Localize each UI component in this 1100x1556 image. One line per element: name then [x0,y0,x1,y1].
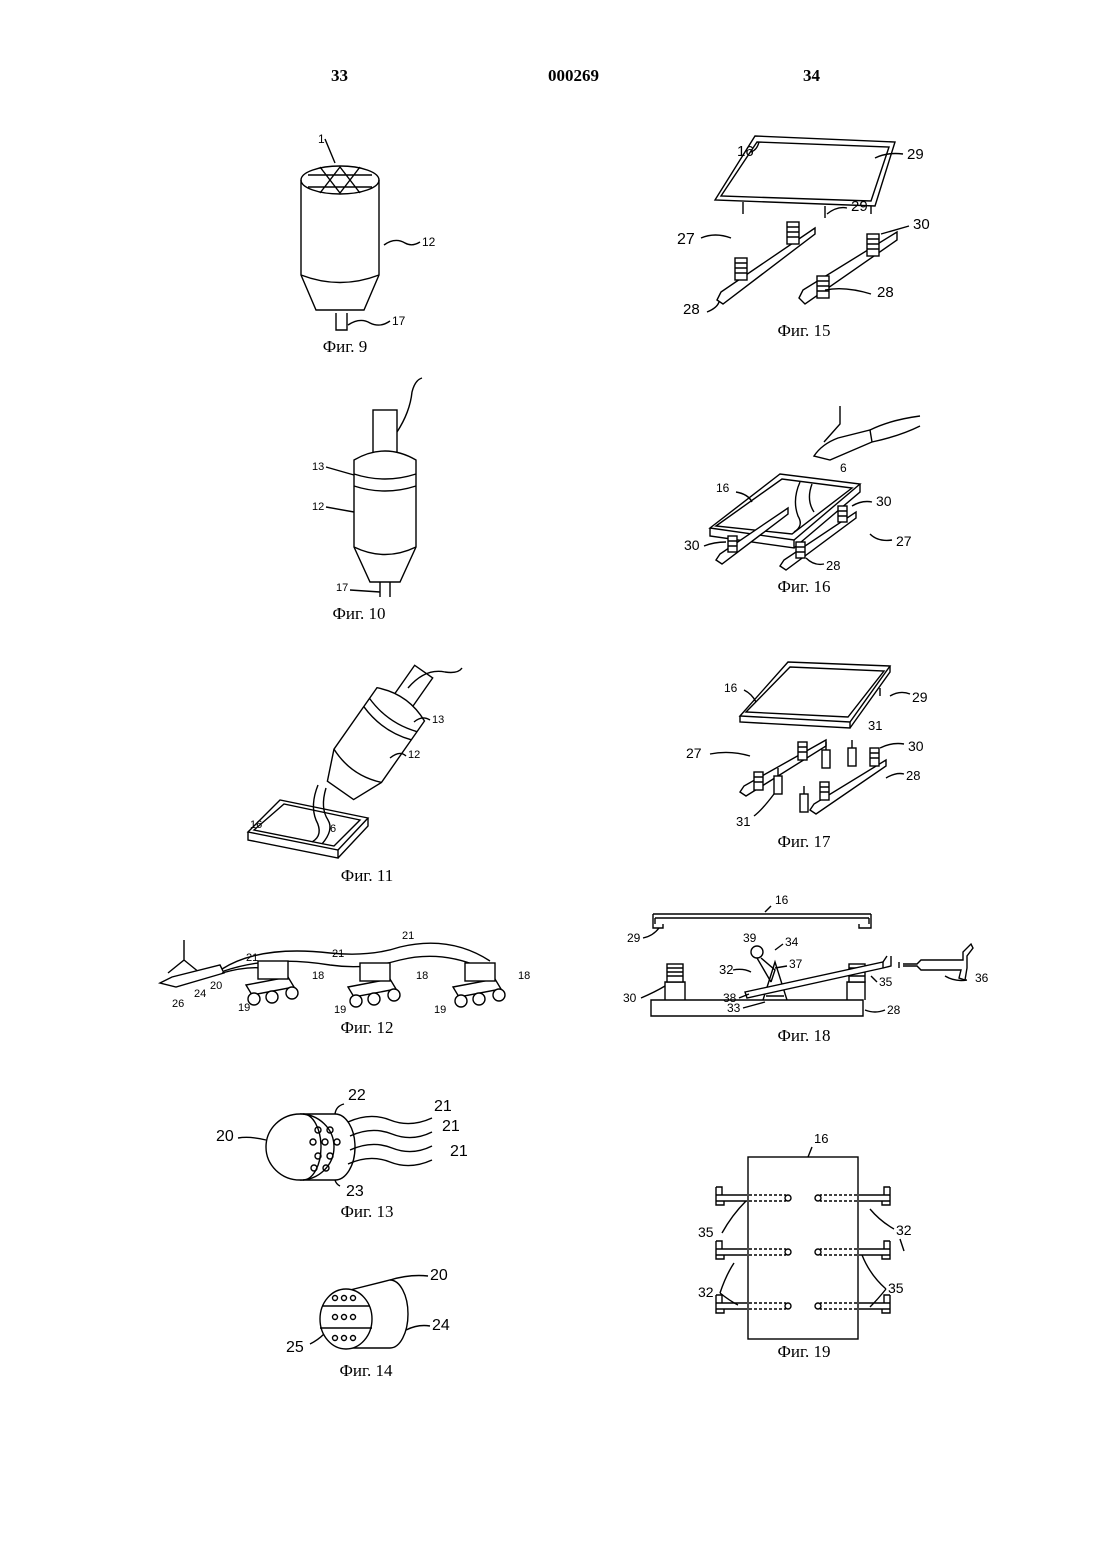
figure-18-caption: Фиг. 18 [777,1026,830,1046]
figure-11-caption: Фиг. 11 [341,866,393,886]
fig18-label-35: 35 [879,975,893,989]
figure-15-caption: Фиг. 15 [777,321,830,341]
fig12-label-18b: 18 [416,970,428,982]
fig18-label-29: 29 [627,931,641,945]
fig16-label-30b: 30 [684,537,700,553]
fig12-label-26: 26 [172,998,184,1010]
fig17-label-28: 28 [906,768,920,783]
fig12-label-19a: 19 [238,1002,250,1014]
figure-12-drawing: 21 21 21 18 18 18 26 24 20 19 19 19 [150,925,570,1020]
fig14-label-20: 20 [430,1267,448,1284]
fig13-label-20: 20 [216,1128,234,1145]
fig18-label-32: 32 [719,962,733,977]
robot-unit-3 [453,963,505,1007]
fig18-label-36: 36 [975,971,989,985]
fig15-label-16: 16 [737,143,754,160]
left-page-number: 33 [331,66,348,86]
fig10-label-12: 12 [312,501,324,513]
figure-13-drawing: 22 20 23 21 21 21 [210,1080,490,1200]
figure-15-drawing: 16 29 29 27 30 28 28 [675,130,945,320]
fig14-label-24: 24 [432,1317,450,1334]
fig12-label-21a: 21 [402,930,414,942]
figure-10-drawing: 13 12 17 [300,372,460,602]
fig9-label-12: 12 [422,235,436,249]
fig12-label-21c: 21 [332,948,344,960]
fig17-label-31b: 31 [736,814,750,829]
fig12-label-24: 24 [194,988,206,1000]
fig17-label-29: 29 [912,689,928,705]
fig11-label-13: 13 [432,714,444,726]
figure-17-caption: Фиг. 17 [777,832,830,852]
fig18-label-34: 34 [785,935,799,949]
figure-10-caption: Фиг. 10 [332,604,385,624]
fig12-label-18c: 18 [518,970,530,982]
fig10-label-13: 13 [312,461,324,473]
fig19-label-35a: 35 [698,1224,714,1240]
fig18-label-30: 30 [623,991,637,1005]
document-number: 000269 [548,66,599,86]
fig18-label-16: 16 [775,893,789,907]
fig12-label-21b: 21 [246,952,258,964]
fig16-label-27: 27 [896,533,912,549]
fig19-label-35b: 35 [888,1280,904,1296]
fig12-label-19c: 19 [434,1004,446,1016]
fig18-label-28: 28 [887,1003,901,1017]
fig16-label-30a: 30 [876,493,892,509]
fig17-label-31a: 31 [868,718,882,733]
fig18-label-33: 33 [727,1001,741,1015]
right-page-number: 34 [803,66,820,86]
fig9-label-1: 1 [318,132,325,146]
fig16-label-28: 28 [826,558,840,573]
fig16-label-6: 6 [840,461,847,475]
fig17-label-16: 16 [724,681,738,695]
fig15-label-28b: 28 [683,301,700,318]
fig17-label-30: 30 [908,738,924,754]
fig18-label-37: 37 [789,957,803,971]
fig11-label-6: 6 [330,823,336,835]
figure-12-caption: Фиг. 12 [340,1018,393,1038]
fig12-label-18a: 18 [312,970,324,982]
figure-19-drawing: 16 32 35 32 35 [690,1125,930,1345]
fig13-label-21a: 21 [434,1098,452,1115]
figure-11-drawing: 13 12 16 6 [240,660,480,865]
figure-16-caption: Фиг. 16 [777,577,830,597]
fig12-label-19b: 19 [334,1004,346,1016]
fig15-label-29b: 29 [851,198,868,215]
fig15-label-30: 30 [913,216,930,233]
fig15-label-28a: 28 [877,284,894,301]
fig15-label-29a: 29 [907,146,924,163]
fig12-label-20: 20 [210,980,222,992]
figure-13-caption: Фиг. 13 [340,1202,393,1222]
fig13-label-21b: 21 [442,1118,460,1135]
fig16-label-16: 16 [716,481,730,495]
figure-17-drawing: 16 29 27 31 30 28 31 [680,650,940,830]
figure-9-drawing: 1 12 17 [280,125,460,350]
fig11-label-16: 16 [250,819,262,831]
fig13-label-21c: 21 [450,1143,468,1160]
figure-14-caption: Фиг. 14 [339,1361,392,1381]
figure-9-caption: Фиг. 9 [323,337,368,357]
fig15-label-27: 27 [677,231,695,248]
fig13-label-23: 23 [346,1183,364,1200]
figure-18-drawing: 16 29 39 34 37 32 36 38 35 30 33 28 [615,890,1005,1025]
fig18-label-39: 39 [743,931,757,945]
fig17-label-27: 27 [686,745,702,761]
fig13-label-22: 22 [348,1087,366,1104]
figure-19-caption: Фиг. 19 [777,1342,830,1362]
fig19-label-32b: 32 [698,1284,714,1300]
fig11-label-12: 12 [408,749,420,761]
robot-unit-2 [348,963,400,1007]
fig10-label-17: 17 [336,582,348,594]
fig14-label-25: 25 [286,1339,304,1356]
fig9-label-17: 17 [392,314,406,328]
fig19-label-16: 16 [814,1131,828,1146]
figure-14-drawing: 20 24 25 [280,1260,480,1360]
fig19-label-32a: 32 [896,1222,912,1238]
figure-16-drawing: 6 16 30 30 27 28 [680,400,940,575]
